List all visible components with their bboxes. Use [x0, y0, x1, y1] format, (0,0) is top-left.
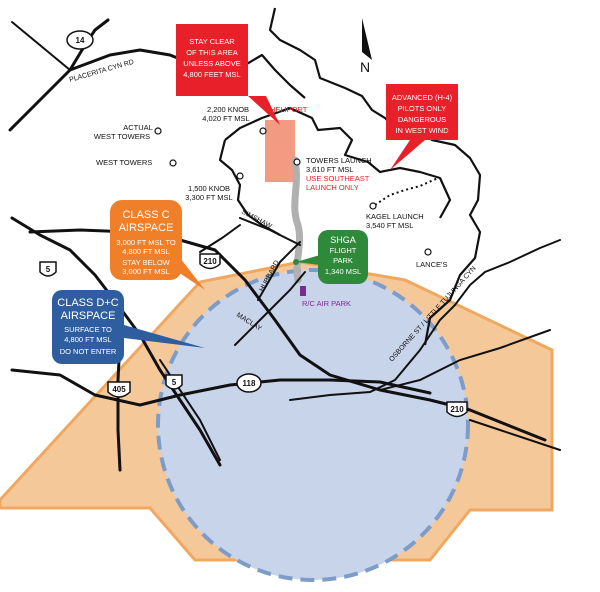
osborne-street	[289, 239, 561, 401]
towers-launch-marker	[293, 158, 301, 166]
class-c-callout: CLASS C AIRSPACE 3,000 FT MSL TO 4,800 F…	[110, 200, 205, 290]
towers-launch-label-1: TOWERS LAUNCH	[306, 156, 372, 165]
maclay-road	[234, 271, 306, 346]
rc-air-park-label: R/C AIR PARK	[302, 299, 351, 308]
svg-text:CLASS D+C: CLASS D+C	[57, 297, 118, 309]
svg-text:14: 14	[76, 36, 85, 45]
svg-text:PARK: PARK	[333, 256, 353, 265]
shield-5-south: 5	[165, 374, 183, 390]
knob-1500-marker	[236, 172, 244, 180]
heliport-label: HELIPORT	[270, 105, 308, 114]
kagel-launch-label-1: KAGEL LAUNCH	[366, 212, 424, 221]
road-southeast	[469, 419, 561, 451]
towers-launch-label-2: 3,610 FT MSL	[306, 165, 353, 174]
shield-5-north: 5	[39, 261, 57, 277]
svg-text:UNLESS ABOVE: UNLESS ABOVE	[183, 59, 241, 68]
mountain-north-edge	[244, 53, 306, 99]
svg-text:1,340 MSL: 1,340 MSL	[325, 267, 361, 276]
shield-210-south: 210	[446, 401, 468, 418]
highway-14	[8, 18, 110, 132]
svg-text:N: N	[360, 59, 370, 75]
svg-text:STAY BELOW: STAY BELOW	[122, 258, 170, 267]
svg-text:4,800 FT MSL: 4,800 FT MSL	[64, 335, 111, 344]
svg-text:4,800 FEET MSL: 4,800 FEET MSL	[183, 70, 240, 79]
stay-clear-callout: STAY CLEAR OF THIS AREA UNLESS ABOVE 4,8…	[176, 24, 280, 125]
svg-text:DO NOT ENTER: DO NOT ENTER	[60, 347, 117, 356]
shield-405: 405	[107, 381, 131, 398]
actual-west-towers-marker	[154, 127, 162, 135]
knob-1500-label-2: 3,300 FT MSL	[185, 193, 232, 202]
svg-text:FLIGHT: FLIGHT	[330, 246, 357, 255]
road-east-northeast	[379, 329, 551, 391]
interstate-5	[10, 216, 222, 467]
knob-2200-marker	[259, 127, 267, 135]
use-southeast-label-1: USE SOUTHEAST	[306, 174, 370, 183]
kagel-trail	[374, 177, 439, 206]
svg-text:OF THIS AREA: OF THIS AREA	[186, 48, 238, 57]
svg-text:STAY CLEAR: STAY CLEAR	[189, 37, 235, 46]
north-arrow: N	[360, 18, 372, 75]
flight-park-marker	[293, 259, 299, 265]
highway-14-spur	[11, 21, 71, 71]
rc-air-park-marker	[300, 286, 306, 296]
west-towers-label: WEST TOWERS	[96, 158, 152, 167]
knob-2200-label-2: 4,020 FT MSL	[202, 114, 249, 123]
knob-1500-label-1: 1,500 KNOB	[188, 184, 230, 193]
highway-118	[10, 368, 432, 407]
kagel-launch-label-2: 3,540 FT MSL	[366, 221, 413, 230]
svg-text:PILOTS ONLY: PILOTS ONLY	[398, 104, 447, 113]
svg-text:118: 118	[243, 379, 256, 388]
heliport-zone	[265, 120, 295, 182]
svg-text:3,000 FT MSL TO: 3,000 FT MSL TO	[116, 238, 175, 247]
knob-2200-label-1: 2,200 KNOB	[207, 105, 249, 114]
shield-210-north: 210	[199, 253, 221, 270]
svg-text:3,000 FT MSL: 3,000 FT MSL	[122, 267, 169, 276]
svg-text:AIRSPACE: AIRSPACE	[119, 222, 174, 234]
simshaw-road	[239, 217, 301, 246]
lances-marker	[424, 248, 432, 256]
shga-flight-park-callout: SHGA FLIGHT PARK 1,340 MSL	[296, 230, 368, 284]
svg-text:SHGA: SHGA	[330, 235, 356, 245]
west-towers-marker	[169, 159, 177, 167]
svg-text:210: 210	[450, 405, 464, 414]
svg-text:DANGEROUS: DANGEROUS	[398, 115, 446, 124]
lances-label: LANCE'S	[416, 260, 447, 269]
svg-text:IN WEST WIND: IN WEST WIND	[395, 126, 449, 135]
actual-west-towers-label-2: WEST TOWERS	[94, 132, 150, 141]
svg-text:ADVANCED (H-4): ADVANCED (H-4)	[392, 93, 453, 102]
advanced-pilots-callout: ADVANCED (H-4) PILOTS ONLY DANGEROUS IN …	[386, 84, 458, 170]
svg-text:210: 210	[203, 257, 217, 266]
mountain-west-edge	[218, 139, 281, 236]
shield-118: 118	[236, 373, 262, 393]
svg-text:405: 405	[112, 385, 126, 394]
road-northwest	[199, 224, 241, 253]
svg-text:4,800 FT MSL: 4,800 FT MSL	[122, 247, 169, 256]
mountain-inner-ridge	[224, 106, 452, 219]
svg-text:5: 5	[172, 378, 177, 387]
actual-west-towers-label-1: ACTUAL	[123, 123, 153, 132]
svg-text:AIRSPACE: AIRSPACE	[61, 310, 116, 322]
shield-14: 14	[66, 30, 94, 50]
use-southeast-label-2: LAUNCH ONLY	[306, 183, 359, 192]
svg-text:5: 5	[46, 265, 51, 274]
svg-text:SURFACE TO: SURFACE TO	[64, 325, 112, 334]
hubbard-road	[257, 241, 301, 301]
placerita-road-label: PLACERITA CYN RD	[69, 59, 135, 84]
svg-text:CLASS C: CLASS C	[122, 209, 169, 221]
class-d-airspace-circle	[156, 268, 470, 582]
kagel-launch-marker	[369, 202, 377, 210]
class-dc-callout: CLASS D+C AIRSPACE SURFACE TO 4,800 FT M…	[52, 290, 205, 364]
